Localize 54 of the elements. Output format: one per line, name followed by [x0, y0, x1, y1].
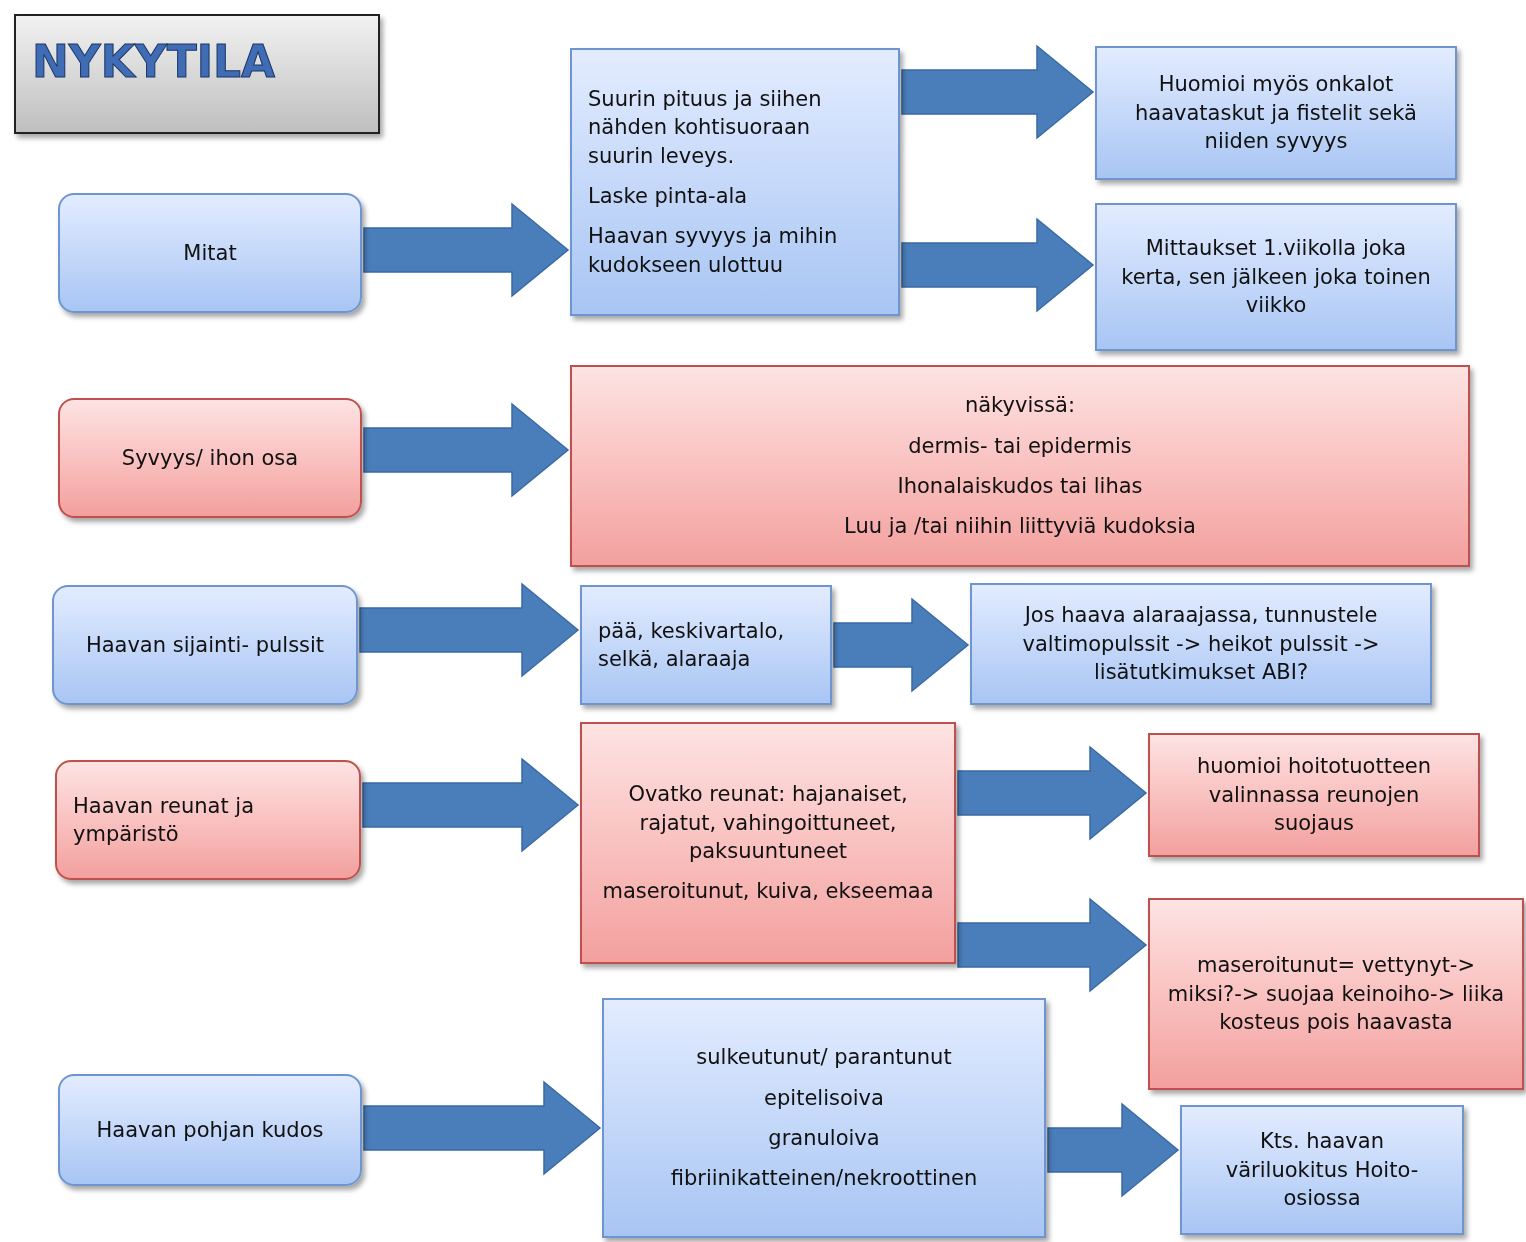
block-arrow — [363, 402, 570, 498]
block-arrow — [359, 582, 580, 678]
box-text: Huomioi myös onkalot haavataskut ja fistelit sekä niiden syvyys — [1134, 71, 1418, 156]
process-box — [1095, 46, 1457, 180]
process-box — [1148, 733, 1480, 857]
process-box — [580, 585, 832, 705]
block-arrow — [833, 597, 970, 693]
process-box — [570, 48, 900, 316]
block-arrow — [363, 202, 570, 298]
box-text: dermis- tai epidermis — [908, 432, 1132, 460]
box-text: pää, keskivartalo, selkä, alaraaja — [598, 617, 786, 673]
box-text: Haavan sijainti- pulssit — [85, 631, 325, 659]
box-text: huomioi hoitotuotteen valinnassa reunojen suojaus — [1195, 753, 1433, 838]
process-box — [970, 583, 1432, 705]
process-box — [602, 998, 1046, 1238]
box-text: Haavan reunat ja ympäristö — [73, 792, 255, 848]
box-text: Luu ja /tai niihin liittyviä kudoksia — [844, 513, 1196, 541]
block-arrow — [901, 217, 1095, 313]
box-text: Haavan syvyys ja mihin kudokseen ulottuu — [588, 223, 839, 279]
process-box — [55, 760, 361, 880]
process-box — [1148, 898, 1524, 1090]
box-text: Kts. haavan väriluokitus Hoito-osiossa — [1224, 1128, 1420, 1213]
box-text: maseroitunut, kuiva, ekseemaa — [602, 878, 934, 906]
box-text: fibriinikatteinen/nekroottinen — [670, 1165, 978, 1193]
process-box — [570, 365, 1470, 567]
box-text: näkyvissä: — [964, 392, 1076, 420]
process-box — [58, 193, 362, 313]
process-box — [52, 585, 358, 705]
box-text: maseroitunut= vettynyt-> miksi?-> suojaa keinoiho-> liika kosteus pois haavasta — [1166, 952, 1506, 1037]
box-text: granuloiva — [768, 1125, 880, 1152]
block-arrow — [362, 757, 580, 853]
block-arrow — [901, 44, 1095, 140]
box-text: Jos haava alaraajassa, tunnustele valtimopulssit -> heikot pulssit -> lisätutkimukset ABI? — [1021, 602, 1381, 687]
box-text: Ovatko reunat: hajanaiset, rajatut, vahingoittuneet, paksuuntuneet — [627, 781, 909, 865]
box-text: Haavan pohjan kudos — [96, 1116, 324, 1144]
block-arrow — [957, 897, 1148, 993]
block-arrow — [363, 1080, 602, 1176]
box-text: Mittaukset 1.viikolla joka kerta, sen jälkeen joka toinen viikko — [1120, 235, 1432, 320]
box-text: Ihonalaiskudos tai lihas — [897, 473, 1143, 500]
process-box — [1180, 1105, 1464, 1235]
title-text: NYKYTILA — [32, 40, 276, 84]
box-text: Laske pinta-ala — [588, 183, 748, 210]
box-text: Mitat — [183, 239, 237, 267]
block-arrow — [957, 745, 1148, 841]
process-box — [58, 1074, 362, 1186]
box-text: Suurin pituus ja siihen nähden kohtisuoraan suurin leveys. — [588, 85, 823, 170]
process-box — [1095, 203, 1457, 351]
process-box — [580, 722, 956, 964]
box-text: sulkeutunut/ parantunut — [696, 1044, 952, 1072]
box-text: epitelisoiva — [764, 1084, 884, 1112]
process-box — [58, 398, 362, 518]
box-text: Syvyys/ ihon osa — [121, 444, 299, 472]
title-box — [14, 14, 380, 134]
block-arrow — [1047, 1102, 1180, 1198]
